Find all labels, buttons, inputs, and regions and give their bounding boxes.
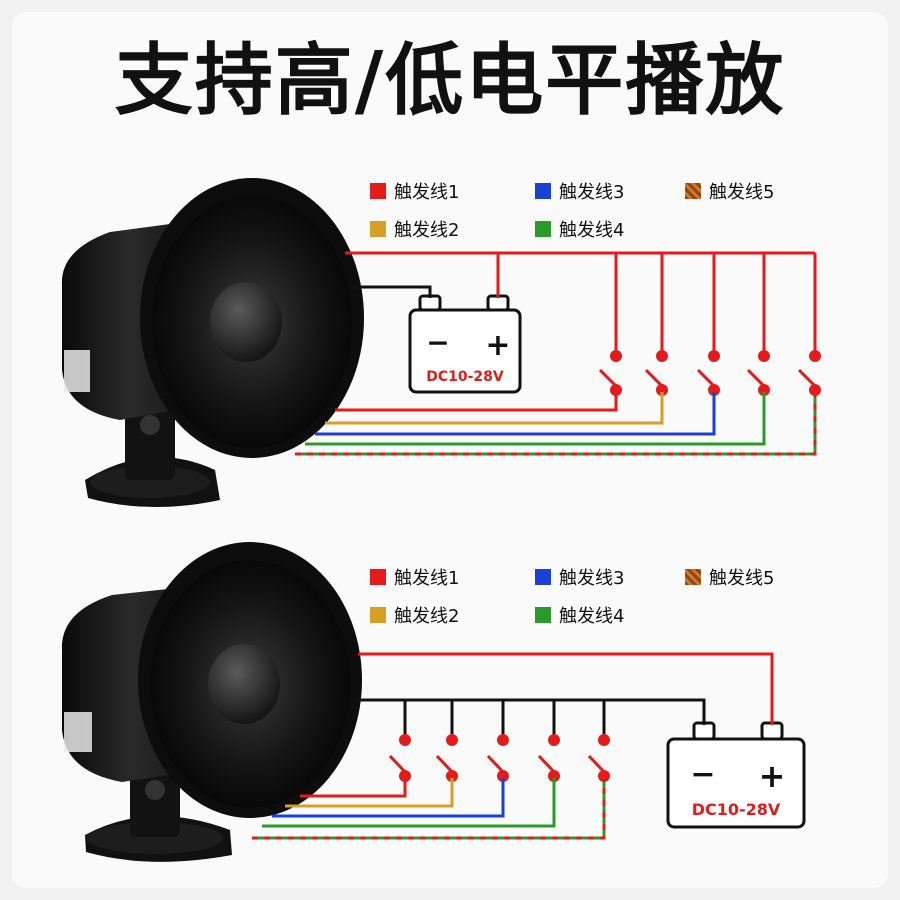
battery-voltage-label: DC10-28V bbox=[692, 800, 781, 819]
trigger-switch-5 bbox=[797, 253, 821, 396]
trigger-line-4-top bbox=[305, 392, 766, 446]
legend-item-1: 触发线1 bbox=[370, 178, 535, 204]
speaker-label-sticker bbox=[64, 712, 92, 752]
legend-label: 触发线4 bbox=[559, 220, 625, 241]
legend-label: 触发线5 bbox=[709, 568, 775, 589]
legend-label: 触发线3 bbox=[559, 568, 625, 589]
legend-label: 触发线1 bbox=[394, 568, 460, 589]
legend-item-5: 触发线5 bbox=[685, 178, 835, 204]
swatch-orange bbox=[370, 607, 386, 623]
speaker-bracket bbox=[125, 400, 175, 480]
speaker-bottom bbox=[61, 542, 362, 862]
legend-item-3: 触发线3 bbox=[535, 564, 685, 590]
trigger-line-4-bottom bbox=[262, 778, 556, 828]
battery-bottom: − + DC10-28V bbox=[666, 721, 806, 829]
trigger-line-3-top bbox=[315, 392, 716, 436]
trigger-switch-2 bbox=[644, 253, 668, 396]
legend-item-5: 触发线5 bbox=[685, 564, 835, 590]
trigger-line-5-top bbox=[295, 392, 817, 456]
trigger-switch-3 bbox=[696, 253, 720, 396]
trigger-switch-4 bbox=[537, 700, 560, 782]
battery-body bbox=[408, 308, 522, 394]
battery-body bbox=[666, 737, 806, 829]
trigger-switch-1 bbox=[598, 253, 622, 396]
swatch-red bbox=[370, 569, 386, 585]
wire-black-bus-bottom bbox=[355, 698, 706, 725]
battery-minus: − bbox=[690, 757, 715, 792]
legend-label: 触发线4 bbox=[559, 606, 625, 627]
legend-item-2: 触发线2 bbox=[370, 602, 535, 628]
trigger-line-1-top bbox=[335, 392, 618, 412]
legend-bottom: 触发线1 触发线3 触发线5 触发线2 触发线4 bbox=[370, 564, 835, 628]
trigger-switch-4 bbox=[746, 253, 770, 396]
swatch-green bbox=[535, 607, 551, 623]
legend-item-2: 触发线2 bbox=[370, 216, 535, 242]
trigger-line-3-bottom bbox=[272, 778, 505, 818]
battery-minus: − bbox=[426, 326, 449, 359]
legend-top: 触发线1 触发线3 触发线5 触发线2 触发线4 bbox=[370, 178, 835, 242]
battery-top: − + DC10-28V bbox=[408, 294, 522, 394]
swatch-orange bbox=[370, 221, 386, 237]
swatch-blue bbox=[535, 183, 551, 199]
battery-plus: + bbox=[759, 757, 786, 795]
trigger-line-2-top bbox=[325, 392, 664, 425]
swatch-green bbox=[535, 221, 551, 237]
legend-item-4: 触发线4 bbox=[535, 602, 685, 628]
swatch-hatched bbox=[685, 183, 701, 199]
trigger-switch-2 bbox=[435, 700, 458, 782]
trigger-line-5-bottom bbox=[252, 778, 606, 840]
wire-red-bottom bbox=[358, 652, 774, 725]
swatch-blue bbox=[535, 569, 551, 585]
battery-voltage-label: DC10-28V bbox=[426, 369, 504, 385]
legend-label: 触发线2 bbox=[394, 220, 460, 241]
legend-item-3: 触发线3 bbox=[535, 178, 685, 204]
legend-label: 触发线1 bbox=[394, 182, 460, 203]
trigger-line-2-bottom bbox=[285, 778, 454, 808]
legend-item-4: 触发线4 bbox=[535, 216, 685, 242]
speaker-bracket bbox=[130, 765, 180, 837]
swatch-hatched bbox=[685, 569, 701, 585]
legend-label: 触发线5 bbox=[709, 182, 775, 203]
battery-plus: + bbox=[485, 328, 510, 363]
speaker-label-sticker bbox=[64, 350, 90, 392]
trigger-switch-1 bbox=[388, 700, 411, 782]
switch-group-top bbox=[598, 253, 821, 396]
legend-label: 触发线2 bbox=[394, 606, 460, 627]
swatch-red bbox=[370, 183, 386, 199]
wire-black-top bbox=[350, 285, 432, 298]
trigger-switch-5 bbox=[587, 700, 610, 782]
horn-cap bbox=[210, 282, 282, 362]
horn-cap bbox=[208, 644, 280, 724]
switch-group-bottom bbox=[388, 700, 610, 782]
trigger-line-1-bottom bbox=[300, 778, 407, 798]
trigger-switch-3 bbox=[486, 700, 509, 782]
legend-item-1: 触发线1 bbox=[370, 564, 535, 590]
legend-label: 触发线3 bbox=[559, 182, 625, 203]
page-title: 支持高/低电平播放 bbox=[114, 36, 786, 126]
speaker-top bbox=[61, 178, 364, 508]
